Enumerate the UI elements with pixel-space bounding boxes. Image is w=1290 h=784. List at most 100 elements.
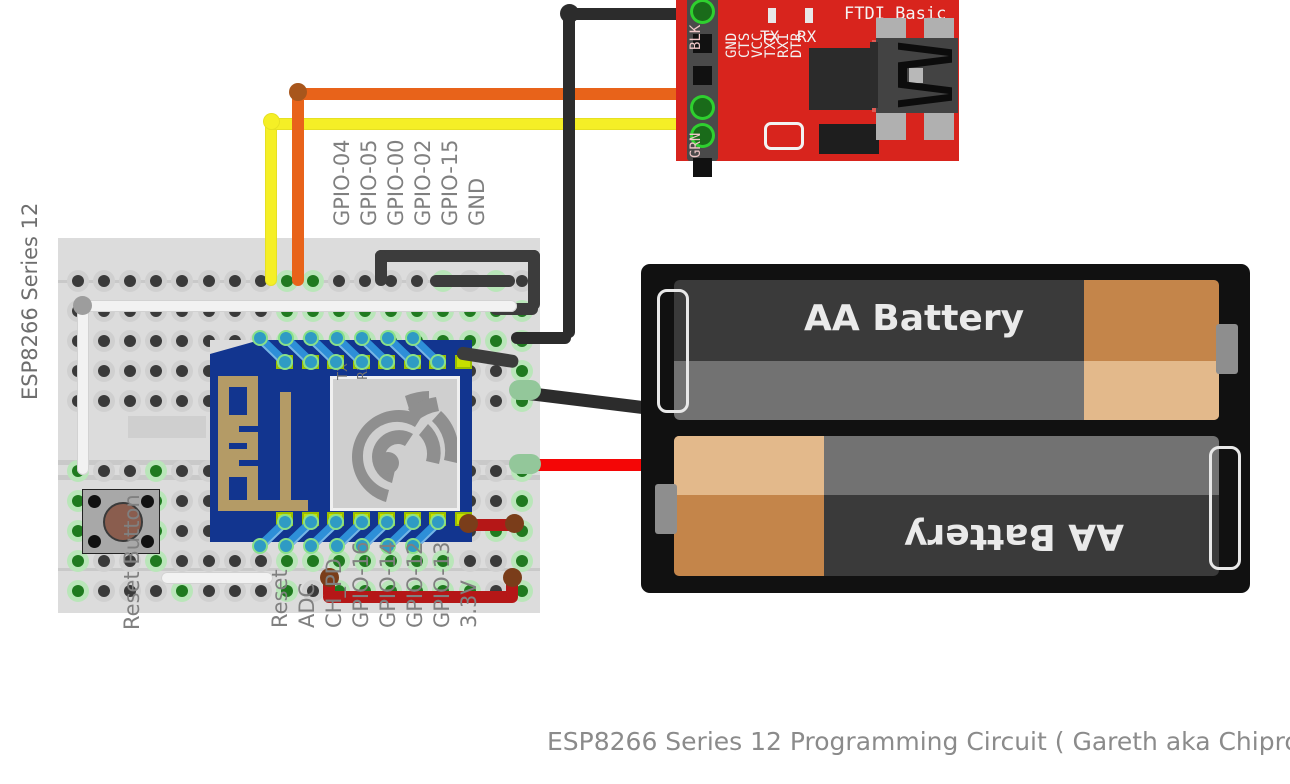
breadboard-hole[interactable] [93,270,116,292]
wire-black-ftdi-horizontal[interactable] [563,8,706,20]
esp-jumper-end [328,330,345,346]
esp-jumper-end [379,354,395,370]
wire-black-jumper-short[interactable] [430,275,515,287]
ftdi-pin-txo[interactable] [693,98,712,117]
breadboard-hole[interactable] [223,550,246,572]
breadboard-hole[interactable] [171,360,194,382]
breadboard-hole[interactable] [93,330,116,352]
breadboard-hole[interactable] [145,360,168,382]
wire-black-ftdi-tail[interactable] [511,332,571,344]
breadboard-hole[interactable] [171,520,194,542]
ftdi-pin-gnd[interactable] [693,2,712,21]
breadboard-hole[interactable] [197,270,220,292]
breadboard-hole[interactable] [275,580,298,602]
breadboard-hole[interactable] [510,490,533,512]
ftdi-wirelabel-blk: BLK [688,24,704,50]
breadboard-hole[interactable] [119,330,142,352]
breadboard-hole[interactable] [328,550,350,572]
breadboard-hole[interactable] [67,580,89,602]
breadboard-hole[interactable] [484,330,507,352]
breadboard-hole[interactable] [145,550,168,572]
breadboard-hole[interactable] [328,270,350,292]
wire-black-esp-gnd[interactable] [455,346,520,369]
breadboard-hole[interactable] [354,550,377,572]
breadboard-hole[interactable] [249,550,272,572]
breadboard-hole[interactable] [432,550,455,572]
breadboard-hole[interactable] [458,550,481,572]
wire-black-ftdi-vertical[interactable] [563,8,575,338]
esp8266-module[interactable]: TX RX [210,340,472,542]
ftdi-pin-rxi[interactable] [693,126,712,145]
breadboard-hole[interactable] [145,580,168,602]
breadboard-hole[interactable] [249,580,272,602]
breadboard-hole[interactable] [275,550,298,572]
breadboard-hole[interactable] [301,580,324,602]
breadboard-hole[interactable] [119,580,142,602]
breadboard-hole[interactable] [119,270,142,292]
breadboard-hole[interactable] [93,550,116,572]
breadboard-hole[interactable] [171,270,194,292]
breadboard-hole[interactable] [119,460,142,482]
wire-black-u-top[interactable] [375,250,540,262]
wire-battery-positive[interactable] [512,459,652,471]
breadboard-hole[interactable] [145,270,168,292]
top-pin-label: GPIO-15 [438,139,462,226]
breadboard-hole[interactable] [406,270,429,292]
breadboard-hole[interactable] [145,390,168,412]
wire-red-u-bottom[interactable] [323,591,518,603]
breadboard-hole[interactable] [301,550,324,572]
breadboard-hole[interactable] [93,460,116,482]
breadboard-hole[interactable] [145,330,168,352]
breadboard-hole[interactable] [67,270,89,292]
breadboard-hole[interactable] [171,490,194,512]
wire-yellow-horizontal[interactable] [265,118,706,130]
breadboard-hole[interactable] [171,580,194,602]
ftdi-pin-header[interactable] [687,0,718,177]
wire-orange-horizontal[interactable] [292,88,706,100]
breadboard-hole[interactable] [119,390,142,412]
breadboard-hole[interactable] [93,360,116,382]
wire-yellow-vertical[interactable] [265,118,277,286]
breadboard-hole[interactable] [171,550,194,572]
bottom-pin-label: GPIO-12 [403,541,427,628]
wire-orange-vertical[interactable] [292,88,304,286]
ftdi-reset-button[interactable] [764,122,804,150]
wire-white-bottom[interactable] [161,572,273,584]
wire-white-reset-horizontal[interactable] [77,300,517,312]
breadboard-hole[interactable] [406,550,429,572]
esp-jumper-end [379,538,396,554]
breadboard-hole[interactable] [484,460,507,482]
breadboard-hole[interactable] [93,580,116,602]
ftdi-pin-vcc[interactable] [693,66,712,85]
breadboard-hole[interactable] [119,550,142,572]
reset-button-plunger[interactable] [103,502,143,542]
breadboard-hole[interactable] [67,550,89,572]
breadboard-hole[interactable] [197,580,220,602]
breadboard-hole[interactable] [510,270,533,292]
breadboard-hole[interactable] [510,550,533,572]
breadboard-hole[interactable] [354,270,377,292]
wire-white-reset-vertical[interactable] [77,300,89,475]
breadboard-hole[interactable] [484,390,507,412]
breadboard-hole[interactable] [119,360,142,382]
breadboard-hole[interactable] [171,330,194,352]
breadboard-hole[interactable] [197,550,220,572]
ftdi-pin-cts[interactable] [693,34,712,53]
breadboard-hole[interactable] [171,460,194,482]
wire-black-u-left[interactable] [375,250,387,286]
breadboard-hole[interactable] [484,490,507,512]
esp-jumper-end [328,354,344,370]
wire-black-u-right[interactable] [528,250,540,310]
breadboard-hole[interactable] [93,390,116,412]
breadboard-hole[interactable] [301,270,324,292]
breadboard-hole[interactable] [223,580,246,602]
breadboard-hole[interactable] [171,390,194,412]
breadboard-hole[interactable] [380,550,403,572]
breadboard-hole[interactable] [223,270,246,292]
breadboard-hole[interactable] [145,460,168,482]
reset-button[interactable] [82,489,160,554]
ftdi-usb-connector[interactable] [870,38,958,113]
ftdi-pin-dtr[interactable] [693,158,712,177]
breadboard-hole[interactable] [484,550,507,572]
